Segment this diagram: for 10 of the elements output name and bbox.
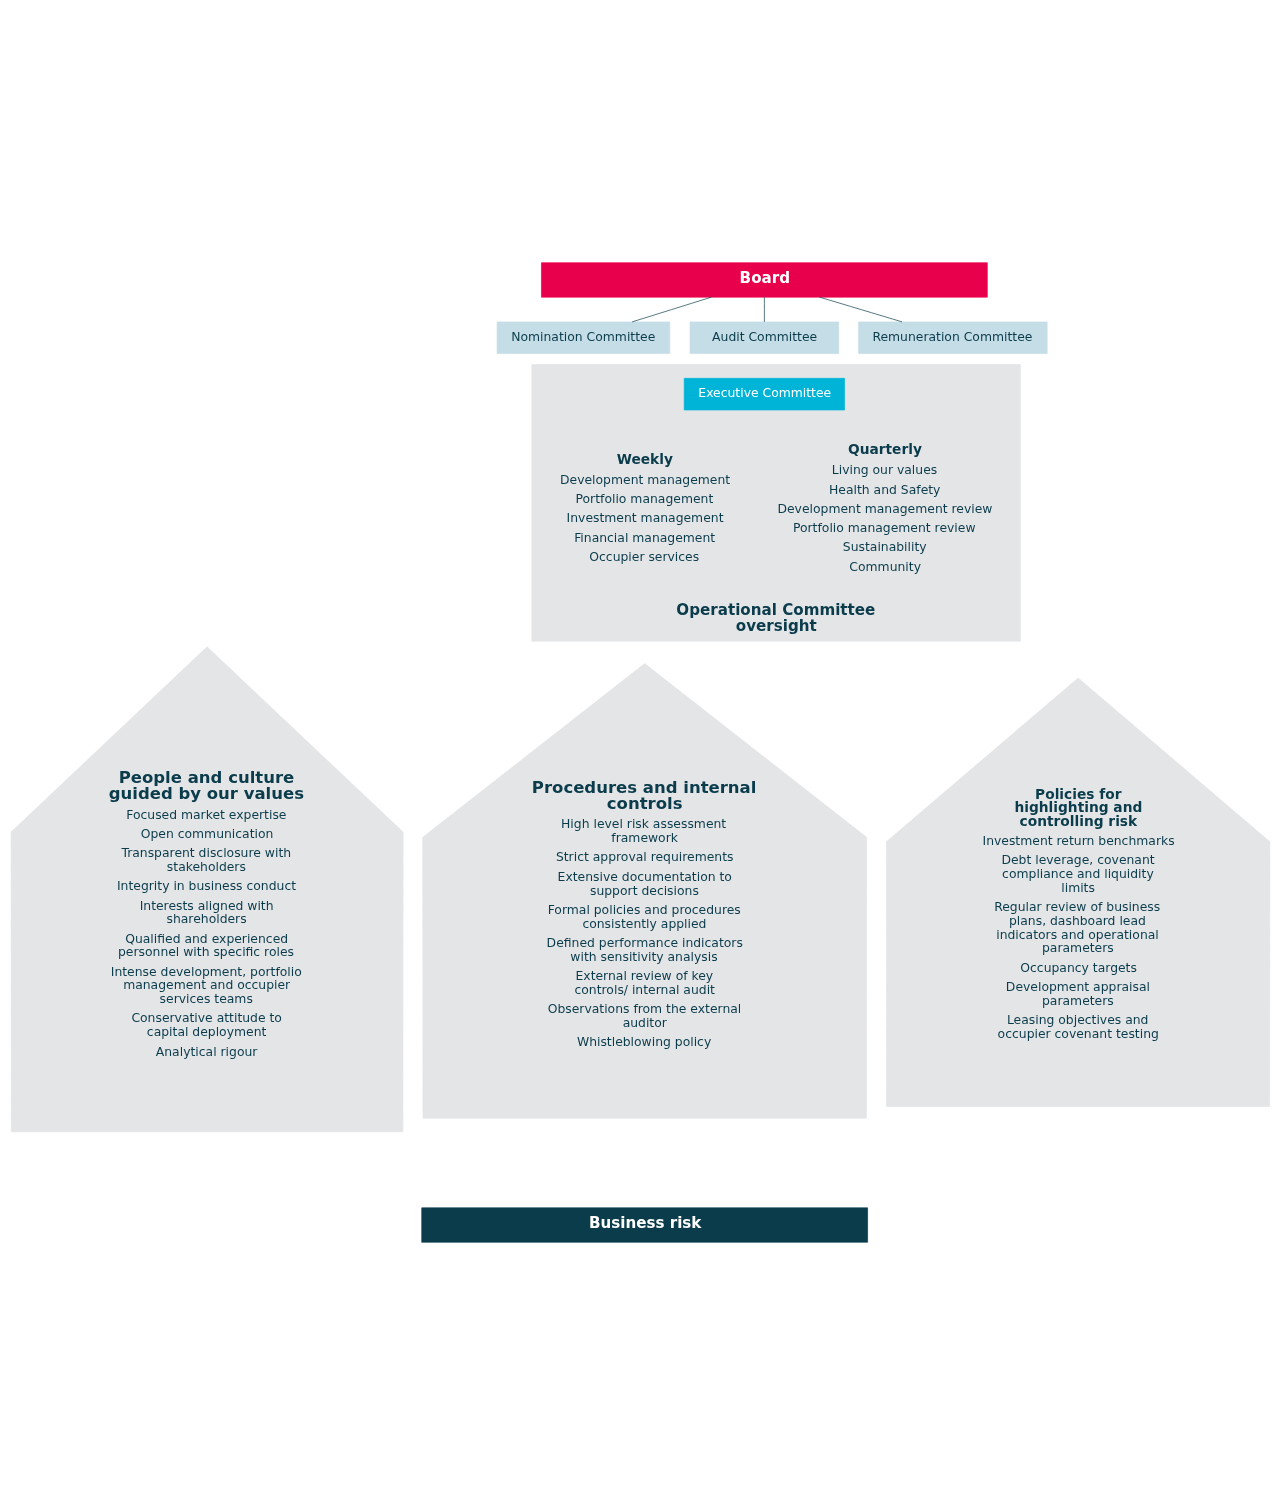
connector xyxy=(819,296,903,322)
node-box: Audit Committee xyxy=(689,321,840,354)
node-text: Quarterly Living our values Health and Safety Development management review Portfolio management review Sustainability Community xyxy=(777,440,993,574)
node-box: Nomination Committee xyxy=(496,321,671,354)
node-box: Business risk xyxy=(421,1207,868,1243)
connector xyxy=(631,296,712,322)
node-box: Remuneration Committee xyxy=(858,321,1048,354)
node-box: Executive Committee xyxy=(683,377,845,410)
node-text: Weekly Development management Portfolio management Investment management Financial management Occupier services xyxy=(560,450,731,564)
node-box: Board xyxy=(541,261,988,297)
